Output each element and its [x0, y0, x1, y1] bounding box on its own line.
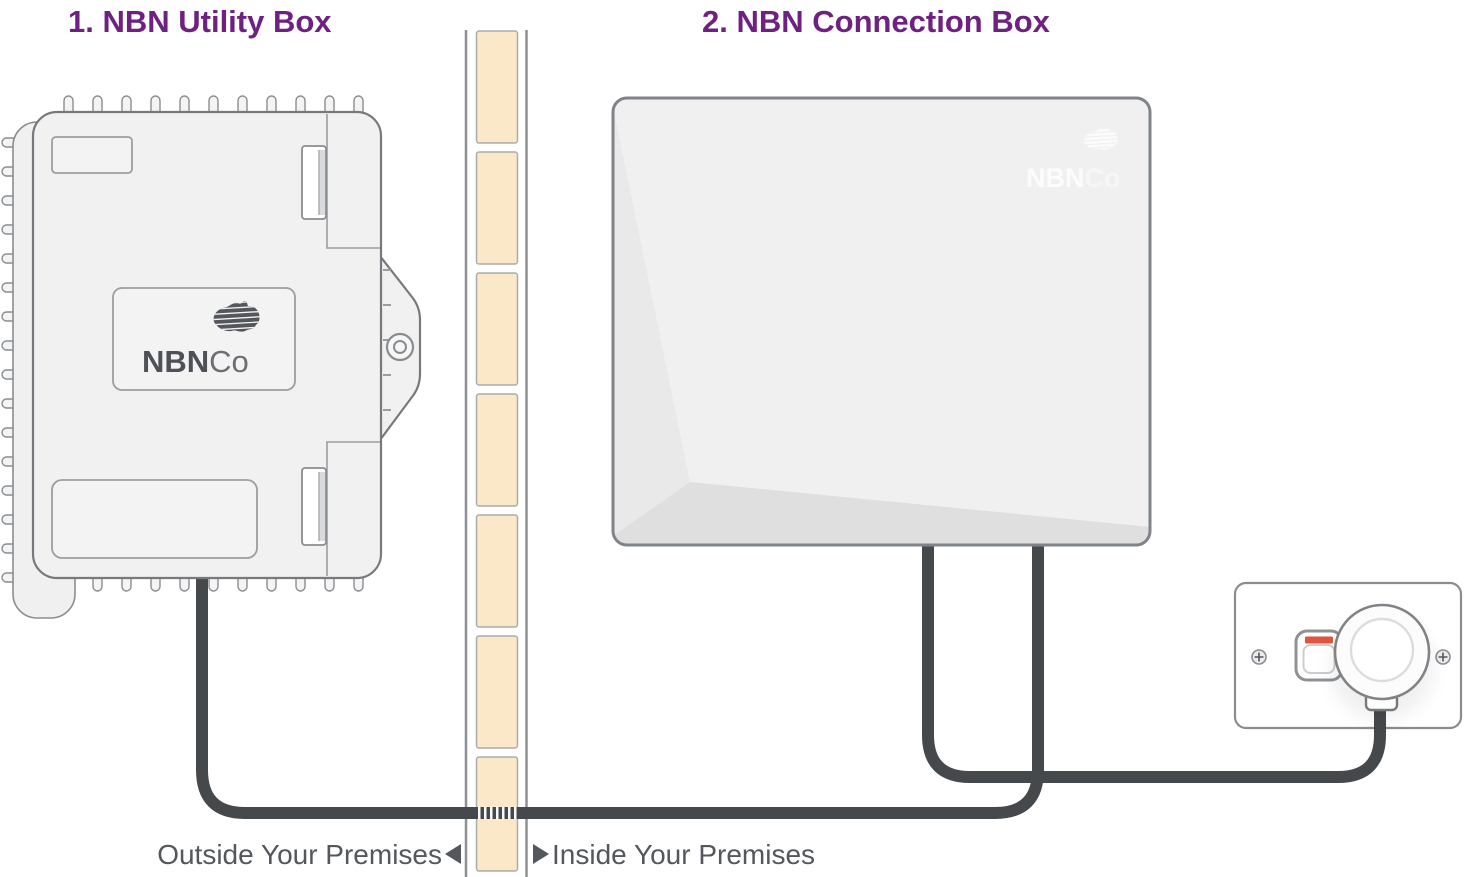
wall-brick [475, 635, 519, 749]
nbn-connection-box: NBNCo [611, 96, 1152, 547]
inside-premises-label: Inside Your Premises [552, 839, 815, 870]
connection-box-title: 2. NBN Connection Box [702, 4, 1051, 39]
seam-bottom-right [326, 441, 380, 576]
wall-brick [475, 393, 519, 507]
utility-box-title: 1. NBN Utility Box [68, 4, 332, 39]
connection-box-body [613, 98, 1150, 545]
wall-brick [475, 151, 519, 265]
nbn-utility-box: NBNCo [1, 95, 422, 619]
utility-box-bottom-panel [51, 479, 258, 559]
screw-icon [1251, 649, 1267, 665]
utility-box-top-panel [51, 136, 133, 174]
connection-box-border [611, 96, 1152, 547]
nbnco-label: NBNCo [112, 287, 296, 391]
outside-premises-label: Outside Your Premises [157, 839, 442, 870]
arrow-right-icon [533, 844, 549, 864]
switch-indicator [1305, 636, 1333, 644]
clip-bottom [301, 467, 327, 546]
wall-brick [475, 514, 519, 628]
wall-brick [475, 272, 519, 386]
hinge [379, 255, 422, 441]
nbnco-logo-embossed: NBNCo [1026, 127, 1121, 193]
lead-in-cable [196, 540, 1044, 819]
hinge-pivot [385, 332, 415, 362]
wall-brick [475, 30, 519, 144]
power-plug [1330, 603, 1434, 720]
screw-icon [1435, 649, 1451, 665]
power-cable [922, 540, 1386, 783]
wall [464, 30, 528, 877]
nbnco-embossed-text: NBNCo [1026, 163, 1121, 193]
plug-inner-ring [1349, 617, 1415, 683]
nbnco-logo-text: NBNCo [142, 344, 249, 379]
seam-top-right [326, 114, 380, 249]
arrow-left-icon [445, 844, 461, 864]
clip-top [301, 145, 327, 220]
connection-box-facets [613, 107, 1150, 545]
